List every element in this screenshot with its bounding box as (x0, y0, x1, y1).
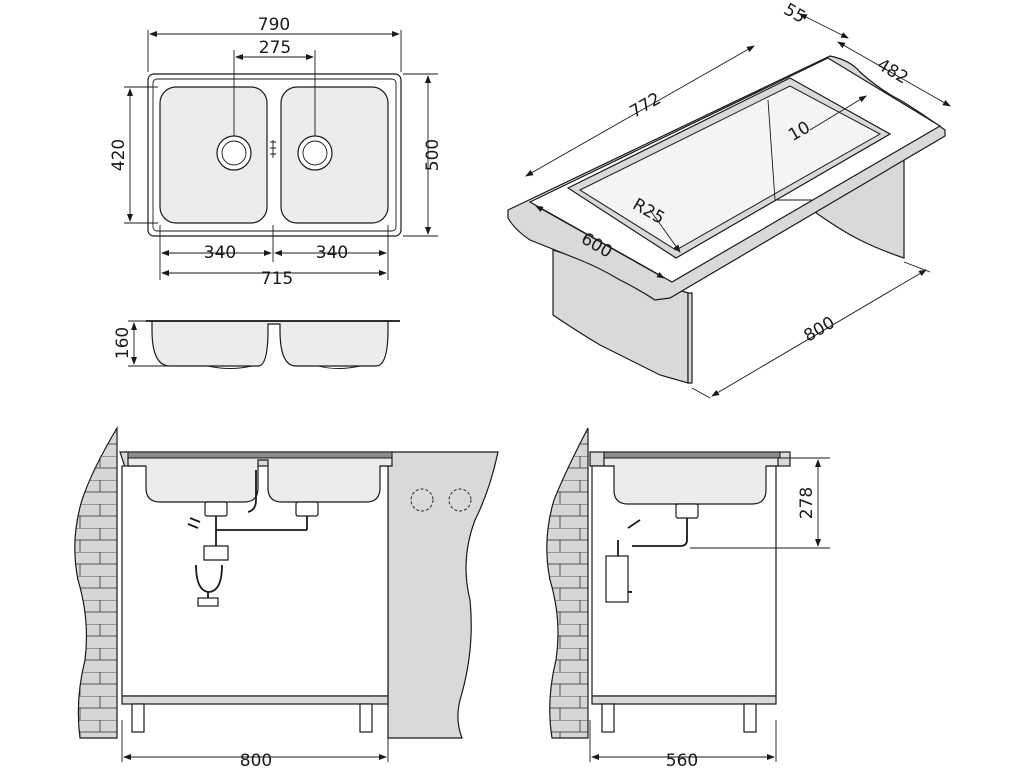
top-view: 790 275 420 500 340 340 715 (109, 15, 443, 289)
brick-wall (74, 425, 118, 739)
knockout-hole-2 (448, 488, 472, 512)
cabinet-right-panel (811, 159, 905, 259)
side-profile: 160 (113, 320, 400, 369)
dim-right-bowl: 340 (316, 243, 348, 263)
dim-drain-height: 278 (797, 487, 817, 519)
sink-profile (146, 320, 400, 367)
dim-cabinet-width: 800 (800, 313, 838, 347)
front-sink (127, 454, 393, 503)
dim-rim-offset: 55 (780, 0, 809, 28)
dim-worktop-depth: 482 (873, 55, 911, 89)
front-worktop (119, 451, 499, 739)
side-sink (603, 454, 779, 505)
right-bowl (280, 86, 389, 224)
dim-bowls-total: 715 (261, 269, 293, 289)
dim-overall-width: 790 (258, 15, 290, 35)
dim-cabinet-depth: 560 (666, 751, 698, 768)
dim-cutout-length: 772 (626, 89, 664, 123)
knockout-hole-1 (410, 488, 434, 512)
dim-overall-depth: 500 (423, 139, 443, 171)
side-install-view: 278 560 (546, 427, 830, 768)
front-install-view: 800 (74, 425, 499, 768)
front-drain-pipe (215, 516, 308, 546)
side-brick-wall (546, 427, 589, 739)
sink-rim-inner (152, 78, 397, 232)
foot-left (131, 703, 145, 733)
dim-front-cabinet-width: 800 (240, 751, 272, 768)
isometric-view: 55 482 772 10 R25 600 800 (507, 0, 951, 399)
dim-bowl-depth: 160 (113, 327, 133, 359)
left-bowl (159, 86, 268, 224)
dim-drain-spacing: 275 (259, 38, 291, 58)
overflow-slot (270, 140, 276, 158)
dim-bowl-height: 420 (109, 139, 129, 171)
foot-right (359, 703, 373, 733)
dim-left-bowl: 340 (204, 243, 236, 263)
